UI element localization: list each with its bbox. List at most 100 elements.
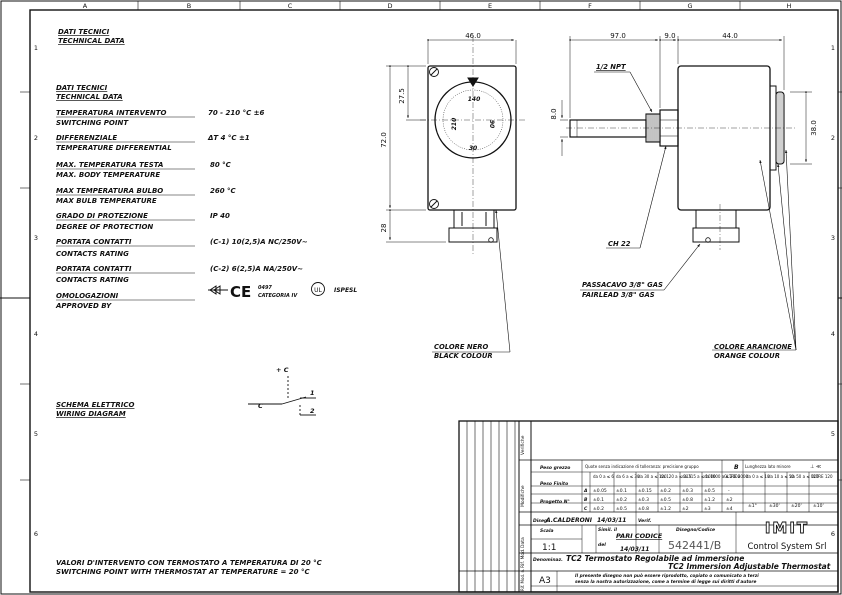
footer-note: VALORI D'INTERVENTO CON TERMOSTATO A TEM… [56, 559, 323, 576]
svg-text:SWITCHING POINT: SWITCHING POINT [56, 119, 129, 127]
svg-text:1/2 NPT: 1/2 NPT [596, 63, 627, 71]
svg-text:(C-2) 6(2,5)A NA/250V~: (C-2) 6(2,5)A NA/250V~ [210, 265, 303, 273]
svg-text:TEMPERATURA INTERVENTO: TEMPERATURA INTERVENTO [56, 109, 167, 117]
vde-logo [208, 285, 228, 295]
svg-text:±0.05: ±0.05 [593, 488, 607, 494]
svg-text:±2: ±2 [726, 497, 733, 503]
svg-text:1: 1 [34, 44, 38, 52]
spec-row: PORTATA CONTATTI CONTACTS RATING (C-2) 6… [56, 265, 303, 284]
svg-text:±1°: ±1° [748, 503, 757, 509]
svg-text:B: B [187, 2, 191, 10]
svg-text:C: C [258, 402, 263, 410]
svg-text:B: B [734, 464, 739, 471]
svg-text:260 °C: 260 °C [210, 187, 237, 195]
svg-text:MAX TEMPERATURA BULBO: MAX TEMPERATURA BULBO [56, 187, 163, 195]
svg-text:DATI TECNICI: DATI TECNICI [56, 84, 108, 92]
ul-logo: UL [311, 282, 325, 296]
svg-text:H: H [787, 2, 792, 10]
svg-text:da 120 a ≤ 315: da 120 a ≤ 315 [660, 474, 692, 479]
svg-text:5: 5 [831, 430, 835, 438]
svg-text:14/03/11: 14/03/11 [597, 517, 626, 524]
side-view: 97.0 9.0 44.0 8.0 38.0 [550, 32, 818, 250]
svg-text:±30': ±30' [769, 503, 780, 509]
svg-text:2: 2 [34, 134, 38, 142]
svg-text:SCHEMA ELETTRICO: SCHEMA ELETTRICO [56, 401, 135, 409]
spec-header: DATI TECNICI TECHNICAL DATA DATI TECNICI… [56, 28, 125, 101]
spec-row: GRADO DI PROTEZIONE DEGREE OF PROTECTION… [56, 212, 230, 231]
svg-text:210: 210 [451, 118, 458, 131]
svg-text:OMOLOGAZIONI: OMOLOGAZIONI [56, 292, 119, 300]
svg-text:da 30 a ≤ 120: da 30 a ≤ 120 [638, 474, 667, 479]
svg-text:⊥ ≪: ⊥ ≪ [810, 464, 821, 470]
svg-text:±0.8: ±0.8 [638, 506, 649, 512]
ce-mark: CE [230, 283, 251, 301]
wiring-diagram: SCHEMA ELETTRICO WIRING DIAGRAM + C C 1 … [56, 366, 316, 418]
svg-text:±0.5: ±0.5 [616, 506, 627, 512]
spec-table: TEMPERATURA INTERVENTO SWITCHING POINT 7… [55, 109, 308, 310]
svg-text:Verifiche: Verifiche [520, 435, 526, 455]
svg-text:da 0 a ≤ 10: da 0 a ≤ 10 [746, 474, 770, 479]
svg-text:44.0: 44.0 [722, 32, 738, 40]
approval-logos: CE 0497 CATEGORIA IV UL ISPESL [208, 282, 357, 301]
svg-text:4: 4 [34, 330, 38, 338]
svg-text:da 50 a ≤ 120: da 50 a ≤ 120 [790, 474, 819, 479]
svg-text:CATEGORIA IV: CATEGORIA IV [258, 293, 298, 299]
svg-text:TC2 Termostato Regolabile ad i: TC2 Termostato Regolabile ad immersione [566, 554, 744, 563]
svg-text:±0.2: ±0.2 [593, 506, 604, 512]
ang-ranges: da 0 a ≤ 10 da 10 a ≤ 50 da 50 a ≤ 120 O… [746, 474, 833, 479]
callouts [432, 71, 797, 353]
svg-text:del: del [598, 542, 606, 548]
svg-text:±0.5: ±0.5 [660, 497, 671, 503]
svg-text:Simil. il: Simil. il [598, 527, 617, 533]
front-view: 140 90 210 30 46.0 27.5 72.0 28 [380, 32, 526, 256]
svg-text:Peso grezzo: Peso grezzo [540, 465, 570, 471]
svg-text:97.0: 97.0 [610, 32, 626, 40]
svg-text:A.CALDERONI: A.CALDERONI [545, 517, 593, 524]
svg-text:PORTATA CONTATTI: PORTATA CONTATTI [56, 238, 132, 246]
svg-text:C: C [584, 506, 588, 512]
svg-text:46.0: 46.0 [465, 32, 481, 40]
svg-text:G: G [687, 2, 692, 10]
svg-text:±0.8: ±0.8 [682, 497, 693, 503]
spec-row: MAX. TEMPERATURA TESTA MAX. BODY TEMPERA… [56, 161, 232, 179]
svg-text:BLACK COLOUR: BLACK COLOUR [434, 352, 493, 360]
ang-values: ±1° ±30' ±20' ±10' [748, 503, 824, 509]
svg-text:542441/B: 542441/B [668, 539, 721, 552]
svg-text:±0.2: ±0.2 [616, 497, 627, 503]
frame-col-letters: A B C D E F G H [83, 2, 792, 10]
svg-text:ΔT 4 °C ±1: ΔT 4 °C ±1 [207, 134, 250, 142]
svg-text:da 6 a ≤ 30: da 6 a ≤ 30 [616, 474, 640, 479]
title-block-labels: Verifiche Modifiche Data Rif. Mod. Rif. … [520, 435, 833, 591]
svg-text:TECHNICAL DATA: TECHNICAL DATA [58, 37, 125, 45]
imit-logo: IMIT [765, 519, 809, 537]
svg-text:14/03/11: 14/03/11 [620, 546, 649, 553]
svg-text:90: 90 [488, 120, 495, 128]
svg-text:2: 2 [310, 407, 315, 415]
svg-text:TC2 Immersion Adjustable Ther: TC2 Immersion Adjustable Thermostat [668, 562, 831, 571]
svg-text:Verif.: Verif. [638, 518, 652, 524]
svg-text:TECHNICAL DATA: TECHNICAL DATA [56, 93, 123, 101]
svg-text:MAX. TEMPERATURA TESTA: MAX. TEMPERATURA TESTA [56, 161, 163, 169]
title-block [458, 420, 839, 593]
svg-text:±2: ±2 [682, 506, 689, 512]
svg-text:F: F [588, 2, 592, 10]
svg-text:DIFFERENZIALE: DIFFERENZIALE [56, 134, 117, 142]
svg-text:+ C: + C [276, 366, 289, 374]
svg-text:D: D [387, 2, 392, 10]
svg-text:(C-1) 10(2,5)A NC/250V~: (C-1) 10(2,5)A NC/250V~ [210, 238, 308, 246]
svg-text:±10': ±10' [813, 503, 824, 509]
svg-text:COLORE ARANCIONE: COLORE ARANCIONE [714, 343, 792, 351]
svg-text:da 1000 a ≤ 2000: da 1000 a ≤ 2000 [704, 474, 741, 479]
svg-text:MAX BULB TEMPERATURE: MAX BULB TEMPERATURE [56, 197, 157, 205]
svg-text:-: - [728, 489, 730, 494]
svg-text:Modifiche: Modifiche [520, 485, 526, 507]
svg-text:Lunghezza lato minore: Lunghezza lato minore [745, 464, 791, 469]
svg-text:±0.15: ±0.15 [638, 488, 652, 494]
frame-row-numbers: 1 2 3 4 5 6 1 2 3 4 5 6 [34, 44, 835, 538]
svg-text:VALORI D'INTERVENTO CON TERMOS: VALORI D'INTERVENTO CON TERMOSTATO A TEM… [56, 559, 323, 567]
svg-text:OLTRE 2000: OLTRE 2000 [724, 474, 748, 479]
svg-text:Data: Data [520, 537, 526, 548]
svg-text:Quote senza indicazione di tol: Quote senza indicazione di tolleranza: p… [585, 464, 699, 469]
svg-text:Denominaz.: Denominaz. [533, 557, 563, 563]
